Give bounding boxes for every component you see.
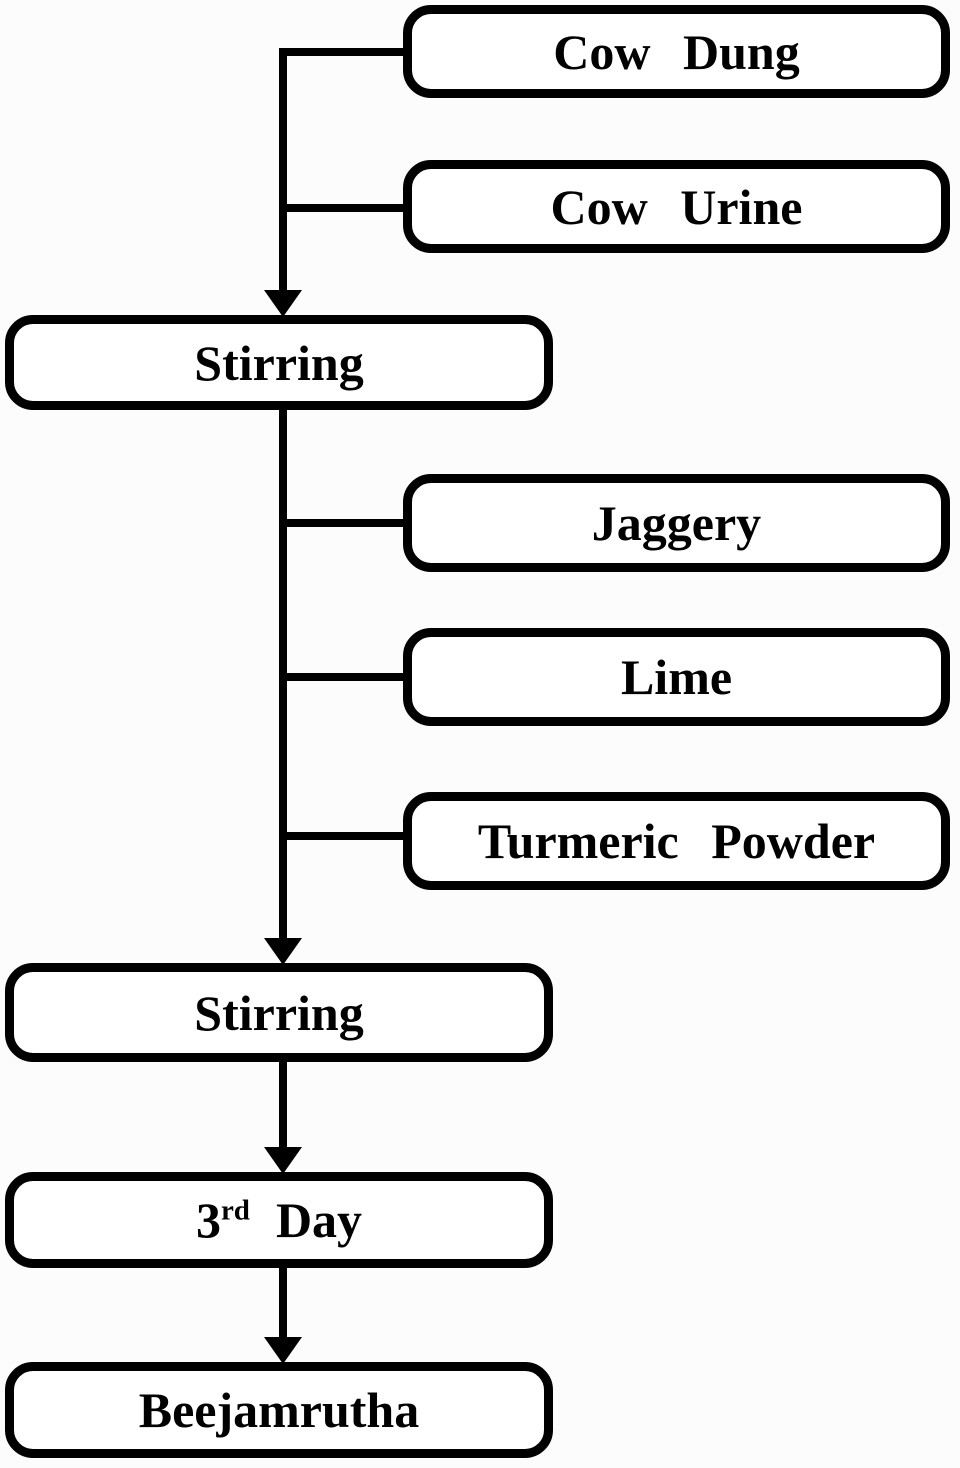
node-turmeric-powder: Turmeric Powder — [403, 792, 950, 890]
trunk-line-lower-segment-1 — [279, 1058, 287, 1150]
node-cow-urine-label: Cow Urine — [550, 178, 803, 235]
connector-turmeric-powder — [279, 832, 407, 840]
third-day-superscript: rd — [220, 1194, 250, 1227]
node-stirring-1: Stirring — [5, 315, 553, 410]
node-jaggery: Jaggery — [403, 474, 950, 572]
arrow-down-icon — [264, 290, 302, 317]
node-lime: Lime — [403, 628, 950, 726]
node-beejamrutha: Beejamrutha — [5, 1362, 553, 1458]
connector-cow-dung — [279, 48, 407, 56]
node-jaggery-label: Jaggery — [591, 495, 762, 551]
connector-cow-urine — [279, 204, 407, 212]
node-cow-dung: Cow Dung — [403, 5, 950, 98]
arrow-down-icon — [264, 938, 302, 965]
node-stirring-2-label: Stirring — [194, 984, 364, 1041]
node-lime-label: Lime — [620, 649, 733, 705]
connector-jaggery — [279, 519, 407, 527]
trunk-line-top-segment — [279, 48, 287, 294]
arrow-down-icon — [264, 1337, 302, 1364]
node-cow-urine: Cow Urine — [403, 160, 950, 253]
node-cow-dung-label: Cow Dung — [553, 23, 800, 80]
third-day-base: 3 — [195, 1192, 221, 1248]
connector-lime — [279, 673, 407, 681]
third-day-rest: Day — [275, 1192, 363, 1248]
arrow-down-icon — [264, 1147, 302, 1174]
node-beejamrutha-label: Beejamrutha — [138, 1382, 420, 1438]
node-stirring-1-label: Stirring — [194, 334, 364, 391]
node-stirring-2: Stirring — [5, 963, 553, 1062]
trunk-line-lower-segment-2 — [279, 1264, 287, 1340]
node-third-day-label: 3rd Day — [196, 1195, 362, 1245]
node-third-day: 3rd Day — [5, 1172, 553, 1268]
node-turmeric-powder-label: Turmeric Powder — [477, 813, 876, 869]
